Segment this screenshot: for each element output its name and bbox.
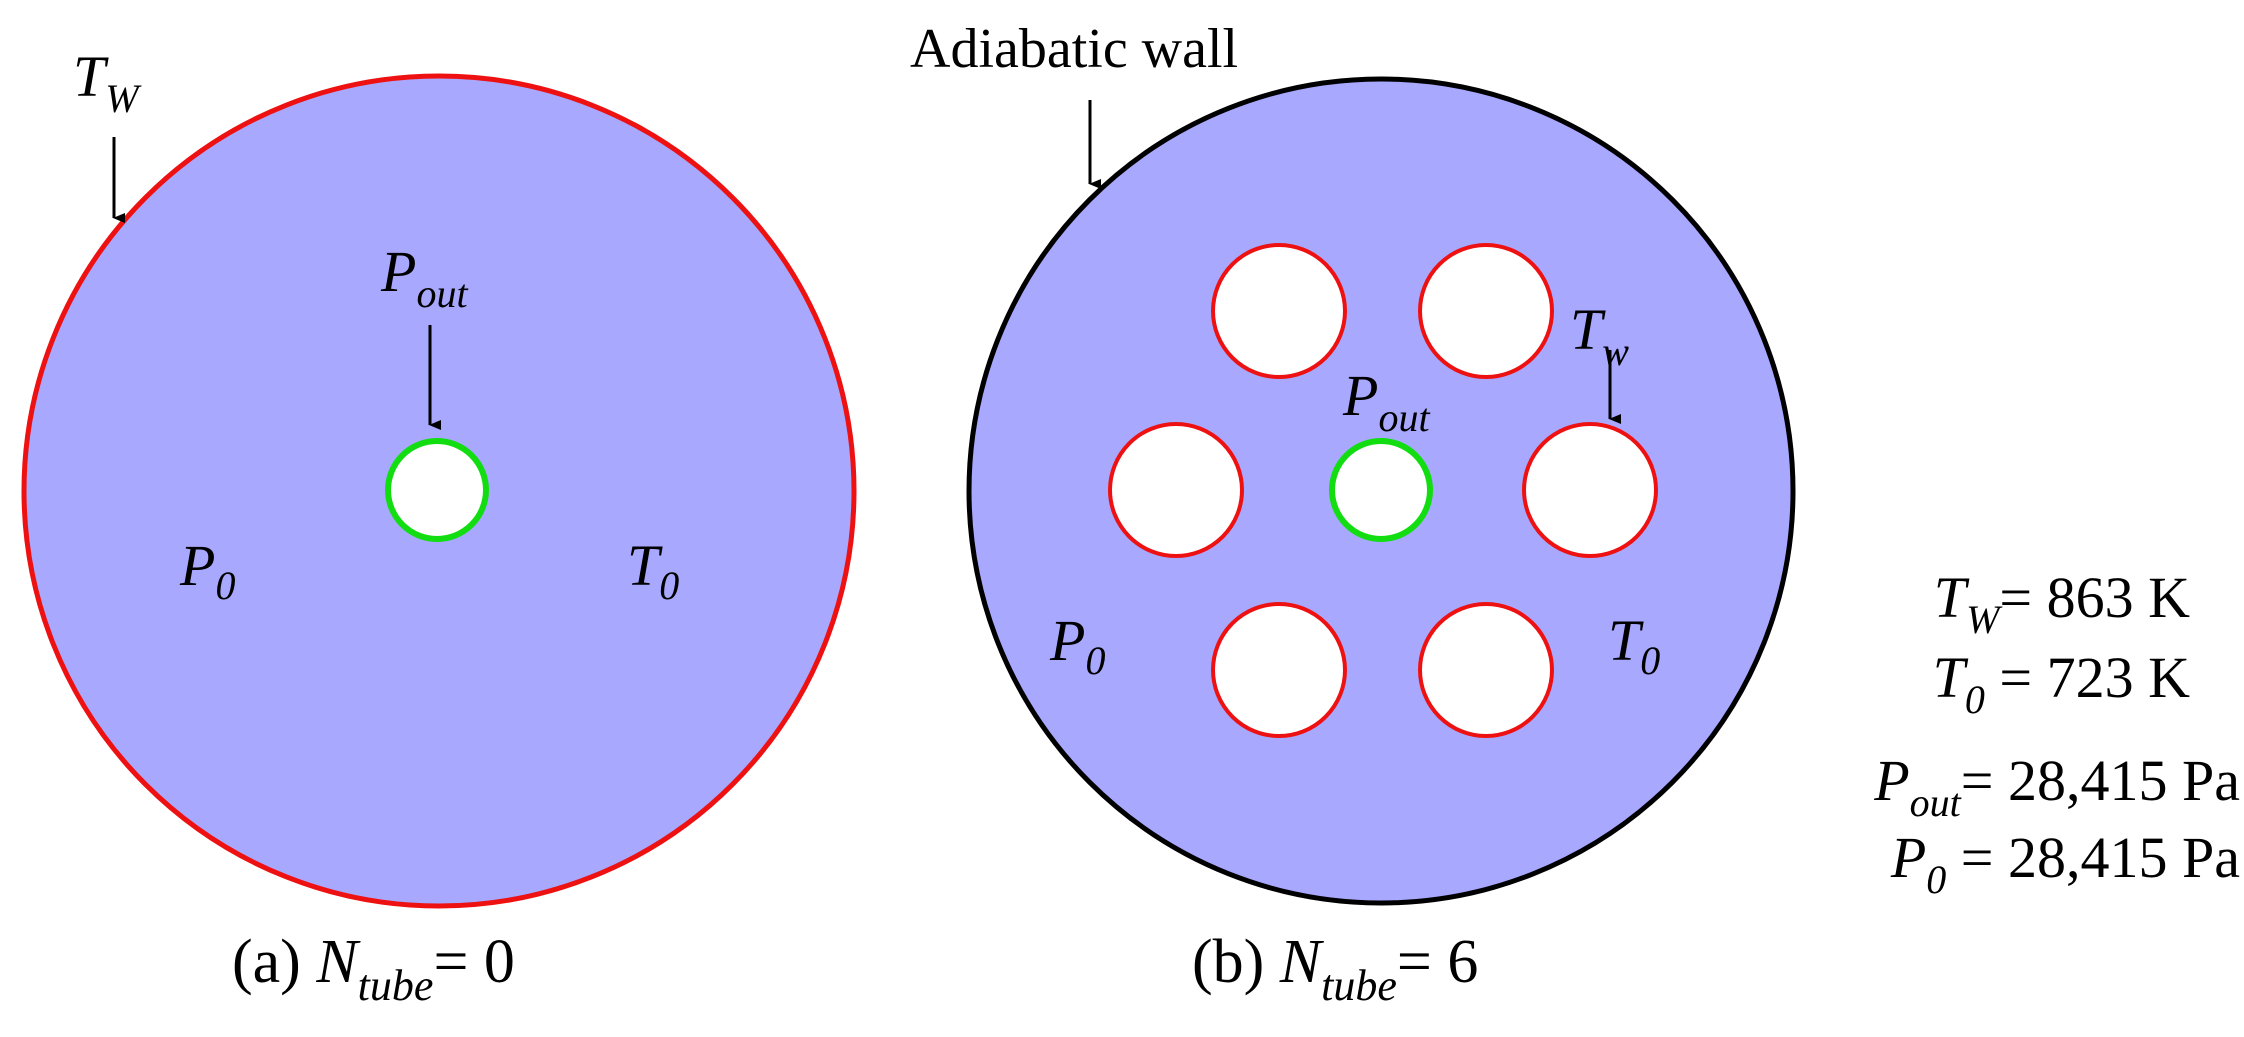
panel-a-tw-label: TW xyxy=(73,44,142,121)
panel-b-tube-mid-left xyxy=(1108,422,1244,558)
panel-a-p0-label: P0 xyxy=(179,533,235,608)
panel-a: TW Pout P0 T0 (a) Ntube= 0 xyxy=(21,44,857,1010)
condition-pout: Pout= 28,415 Pa xyxy=(1873,748,2240,825)
condition-tw: TW= 863 K xyxy=(1934,565,2190,642)
panel-b-p0-label: P0 xyxy=(1049,608,1105,683)
panel-b: Adiabatic wall Tw Pout P0 T0 (b) Ntube= … xyxy=(910,18,1796,1010)
condition-p0: P0 = 28,415 Pa xyxy=(1890,825,2240,902)
panel-b-tube-bottom-right xyxy=(1418,602,1554,738)
panel-a-caption: (a) Ntube= 0 xyxy=(232,928,515,1010)
panel-a-pout-label: Pout xyxy=(380,239,468,316)
panel-b-t0-label: T0 xyxy=(1608,608,1660,683)
panel-a-t0-label: T0 xyxy=(627,533,679,608)
boundary-conditions: TW= 863 K T0 = 723 K Pout= 28,415 Pa P0 … xyxy=(1873,565,2240,902)
panel-b-tube-top-right xyxy=(1418,243,1554,379)
panel-a-outlet xyxy=(385,438,489,542)
panel-b-pout-label: Pout xyxy=(1342,363,1430,440)
panel-b-wall-label: Adiabatic wall xyxy=(910,18,1238,80)
panel-b-tube-bottom-left xyxy=(1211,602,1347,738)
panel-b-caption: (b) Ntube= 6 xyxy=(1192,928,1478,1010)
condition-t0: T0 = 723 K xyxy=(1933,645,2190,722)
panel-b-tube-top-left xyxy=(1211,243,1347,379)
panel-b-tube-mid-right xyxy=(1522,422,1658,558)
panel-b-tw-label: Tw xyxy=(1570,297,1629,374)
panel-b-outlet xyxy=(1329,438,1433,542)
